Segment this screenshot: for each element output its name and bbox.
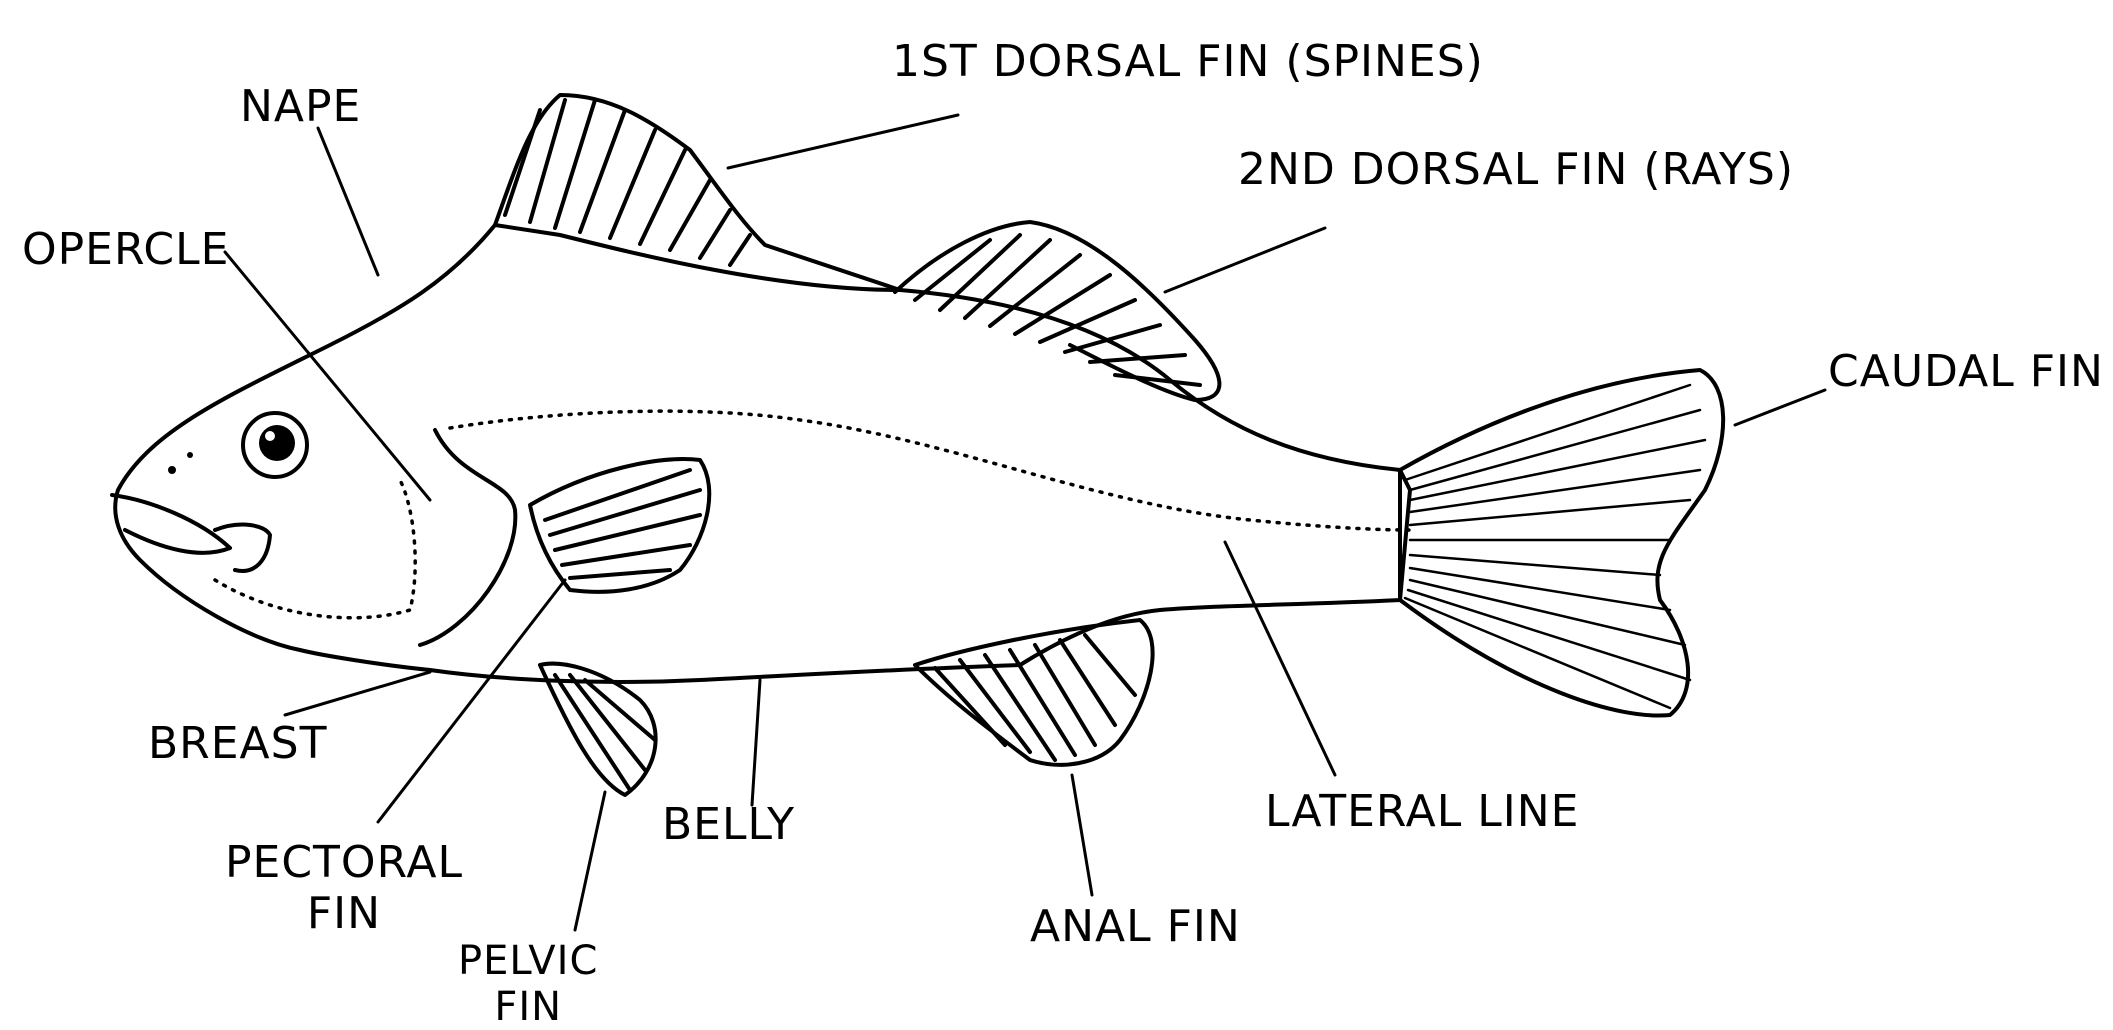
label-anal-fin: ANAL FIN — [1030, 905, 1241, 949]
second-dorsal-fin-rays — [915, 235, 1200, 385]
fish-lateral-line — [450, 411, 1410, 530]
label-lateral-line: LATERAL LINE — [1265, 790, 1579, 834]
leader-anal-fin — [1072, 775, 1092, 895]
pelvic-fin-rays — [555, 675, 655, 790]
label-nape: NAPE — [240, 85, 361, 129]
leader-pectoral-fin — [378, 580, 565, 822]
label-opercle: OPERCLE — [22, 228, 229, 272]
label-pelvic-fin: PELVIC FIN — [458, 938, 598, 1030]
fish-nostril-2 — [187, 452, 193, 458]
label-second-dorsal-fin: 2ND DORSAL FIN (RAYS) — [1238, 148, 1794, 192]
anal-fin — [915, 620, 1153, 765]
fish-pupil — [259, 425, 295, 461]
caudal-fin-rays — [1405, 385, 1705, 708]
fish-opercle-edge — [420, 430, 515, 645]
leader-caudal-fin — [1735, 390, 1825, 425]
leader-opercle — [225, 252, 430, 500]
fish-nostril — [168, 466, 176, 474]
label-first-dorsal-fin: 1ST DORSAL FIN (SPINES) — [892, 40, 1484, 84]
leader-pelvic-fin — [575, 792, 605, 930]
leader-lateral-line — [1225, 542, 1335, 775]
fish-maxilla — [215, 525, 270, 571]
leader-first-dorsal-fin — [728, 115, 958, 168]
fish-opercle-dots — [215, 480, 415, 618]
label-caudal-fin: CAUDAL FIN — [1828, 350, 2104, 394]
label-belly: BELLY — [662, 803, 795, 847]
leader-second-dorsal-fin — [1165, 228, 1325, 292]
leader-belly — [752, 680, 760, 805]
leader-nape — [318, 128, 378, 275]
label-breast: BREAST — [148, 722, 327, 766]
second-dorsal-fin — [895, 222, 1219, 400]
pectoral-fin — [530, 459, 709, 592]
fish-mouth — [112, 495, 230, 553]
leader-breast — [285, 672, 430, 715]
label-pectoral-fin: PECTORAL FIN — [225, 838, 463, 939]
first-dorsal-fin — [495, 95, 900, 290]
fish-eye-highlight — [265, 431, 275, 441]
